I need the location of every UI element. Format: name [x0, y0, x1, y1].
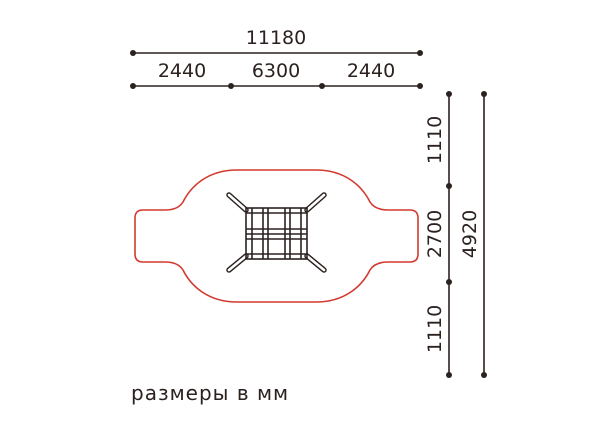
segment-height-dimension: 1110 2700 1110 — [424, 91, 452, 378]
equipment-structure — [226, 192, 327, 273]
height-middle-label: 2700 — [424, 210, 446, 258]
segment-width-dimension: 2440 6300 2440 — [130, 60, 423, 89]
overall-height-label: 4920 — [459, 210, 481, 258]
segment-right-label: 2440 — [347, 60, 395, 82]
overall-height-dimension: 4920 — [459, 91, 487, 378]
overall-width-label: 11180 — [246, 27, 306, 49]
leg-bottom-left — [226, 253, 249, 273]
safety-zone-outline — [134, 169, 419, 303]
segment-left-label: 2440 — [158, 60, 206, 82]
leg-bottom-right — [304, 253, 327, 273]
segment-middle-label: 6300 — [252, 60, 300, 82]
height-top-label: 1110 — [424, 116, 446, 164]
leg-top-left — [226, 192, 249, 213]
height-bottom-label: 1110 — [424, 305, 446, 353]
units-note: размеры в мм — [131, 381, 290, 405]
overall-width-dimension: 11180 — [130, 27, 423, 56]
leg-top-right — [304, 192, 327, 213]
